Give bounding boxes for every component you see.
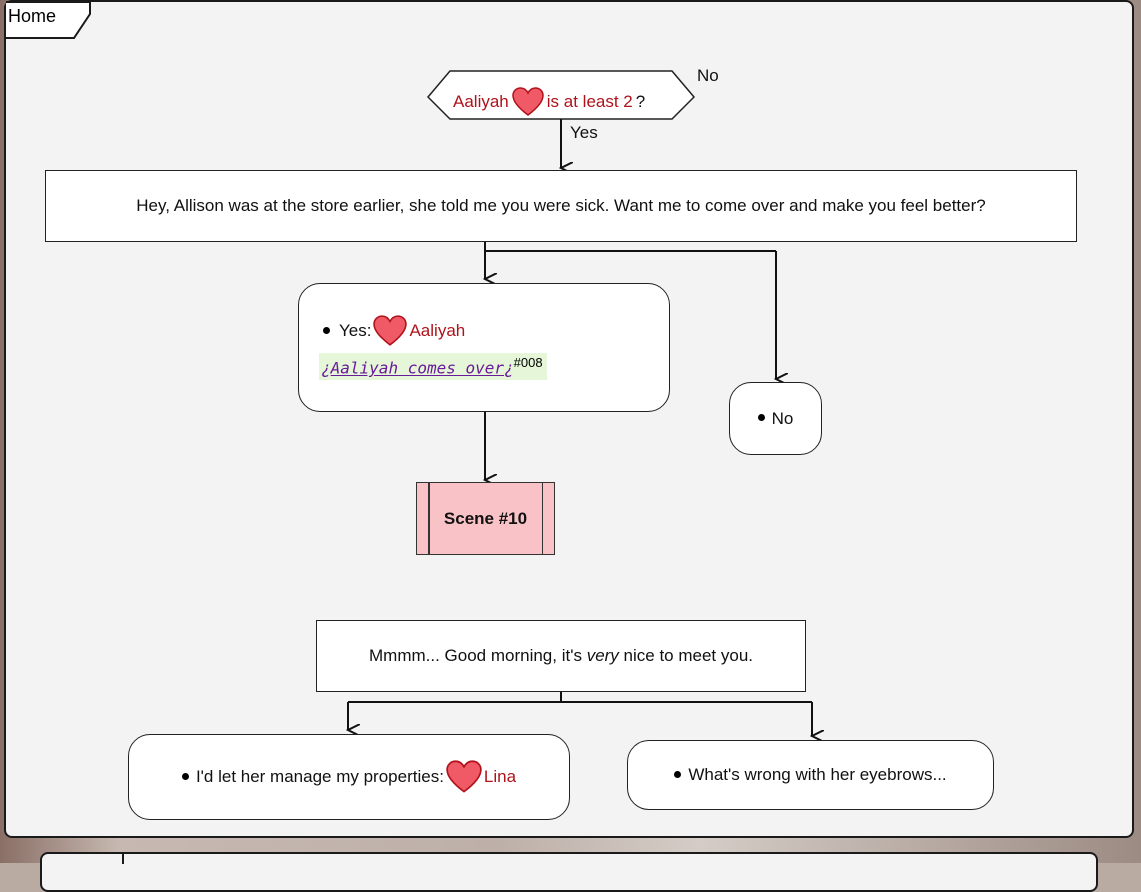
choice-lina[interactable]: I'd let her manage my properties: Lina <box>128 734 570 820</box>
choice-no[interactable]: No <box>729 382 822 455</box>
bullet-icon <box>757 414 765 421</box>
choice-yes-aaliyah[interactable]: Yes: Aaliyah ¿Aaliyah comes over¿#008 <box>298 283 670 412</box>
message-text: Mmmm... Good morning, it's very nice to … <box>369 646 753 666</box>
message-text: Hey, Allison was at the store earlier, s… <box>136 196 986 215</box>
heart-icon <box>512 87 544 116</box>
frame-tab <box>6 1 91 39</box>
event-reference: #008 <box>513 355 543 371</box>
scene-node[interactable]: Scene #10 <box>416 482 555 555</box>
choice-eyebrows-label: What's wrong with her eyebrows... <box>688 765 947 784</box>
heart-icon <box>446 760 482 793</box>
branch-line-2 <box>348 692 812 703</box>
yes-branch-label: Yes <box>570 123 598 142</box>
message-box-good-morning: Mmmm... Good morning, it's very nice to … <box>316 620 806 692</box>
message-text-emphasis: very <box>586 646 619 665</box>
message-text-after: nice to meet you. <box>618 646 753 665</box>
choice-lina-character-name: Lina <box>483 767 517 786</box>
condition-hexagon <box>426 70 696 120</box>
choice-no-label: No <box>771 408 794 428</box>
bullet-icon <box>181 772 189 780</box>
bullet-icon <box>323 326 330 334</box>
frame-tab-label: Home <box>8 6 57 26</box>
event-tag[interactable]: ¿Aaliyah comes over¿#008 <box>319 353 547 380</box>
choice-yes-line: Yes: Aaliyah <box>323 315 465 347</box>
no-branch-label: No <box>697 66 719 85</box>
condition-threshold-text: is at least 2 <box>546 92 633 111</box>
bullet-icon <box>674 770 682 778</box>
condition-character-name: Aaliyah <box>453 92 509 111</box>
message-box-allison: Hey, Allison was at the store earlier, s… <box>45 170 1077 242</box>
second-frame-tab-edge <box>122 852 124 864</box>
event-line: ¿Aaliyah comes over¿#008 <box>319 353 547 380</box>
choice-yes-character-name: Aaliyah <box>409 321 466 341</box>
condition-text: Aaliyah is at least 2? <box>453 87 645 117</box>
event-link[interactable]: Aaliyah comes over <box>330 358 505 378</box>
scene-label: Scene #10 <box>443 508 528 528</box>
event-close-mark: ¿ <box>504 358 514 378</box>
heart-icon <box>373 315 408 347</box>
diagram-frame <box>4 0 1134 838</box>
choice-eyebrows[interactable]: What's wrong with her eyebrows... <box>627 740 994 810</box>
condition-question-mark: ? <box>635 92 646 111</box>
event-open-mark: ¿ <box>321 358 331 378</box>
connector-lines <box>0 70 1141 863</box>
choice-lina-prefix: I'd let her manage my properties: <box>195 767 444 786</box>
choice-yes-prefix: Yes: <box>339 321 372 341</box>
message-text-before: Mmmm... Good morning, it's <box>369 646 587 665</box>
branch-line-1 <box>484 241 776 252</box>
